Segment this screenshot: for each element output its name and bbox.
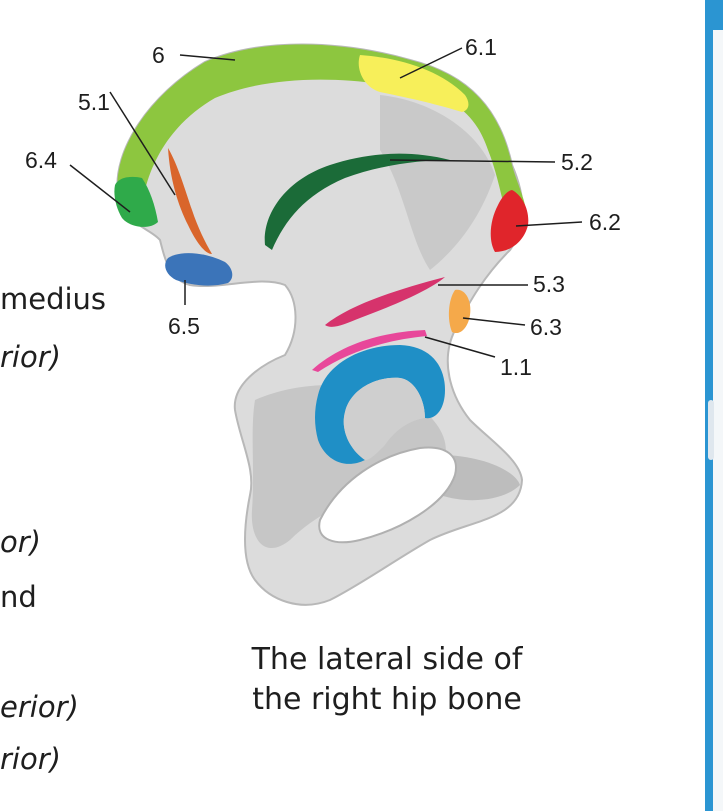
label-1-1: 1.1 [500, 354, 532, 380]
left-text-nd: nd [0, 580, 37, 614]
region-6-1 [358, 55, 469, 112]
region-5-2 [264, 153, 450, 250]
bone-shading-pubis [440, 455, 520, 501]
caption-line-2: the right hip bone [252, 682, 522, 717]
left-text-or: or) [0, 525, 41, 559]
region-6-4 [114, 176, 158, 227]
bone-shading-ilium [380, 95, 495, 270]
region-5-3 [325, 277, 445, 327]
region-1-1 [312, 330, 427, 372]
caption-line-1: The lateral side of [251, 642, 523, 677]
label-5-1: 5.1 [78, 89, 110, 115]
leader-lines [69, 47, 583, 358]
acetabulum-inner [343, 377, 425, 460]
left-text-rior-2: rior) [0, 742, 61, 776]
region-6-5 [165, 253, 233, 286]
figure-caption: The lateral side of the right hip bone [222, 640, 552, 720]
label-6-5: 6.5 [168, 313, 200, 339]
label-6-2: 6.2 [589, 209, 621, 235]
left-text-rior-1: rior) [0, 340, 61, 374]
acetabulum [315, 345, 445, 464]
label-6-3: 6.3 [530, 314, 562, 340]
label-6-1: 6.1 [465, 34, 497, 60]
label-6-4: 6.4 [25, 147, 57, 173]
region-5-1 [168, 148, 212, 254]
scroll-handle[interactable] [708, 400, 714, 460]
region-6-2 [490, 190, 529, 252]
label-6: 6 [152, 42, 165, 68]
obturator-foramen [318, 446, 457, 544]
label-5-3: 5.3 [533, 271, 565, 297]
side-panel-content [713, 30, 723, 811]
left-text-erior: erior) [0, 690, 79, 724]
left-text-medius: medius [0, 282, 107, 316]
label-5-2: 5.2 [561, 149, 593, 175]
region-6-3 [448, 289, 471, 334]
